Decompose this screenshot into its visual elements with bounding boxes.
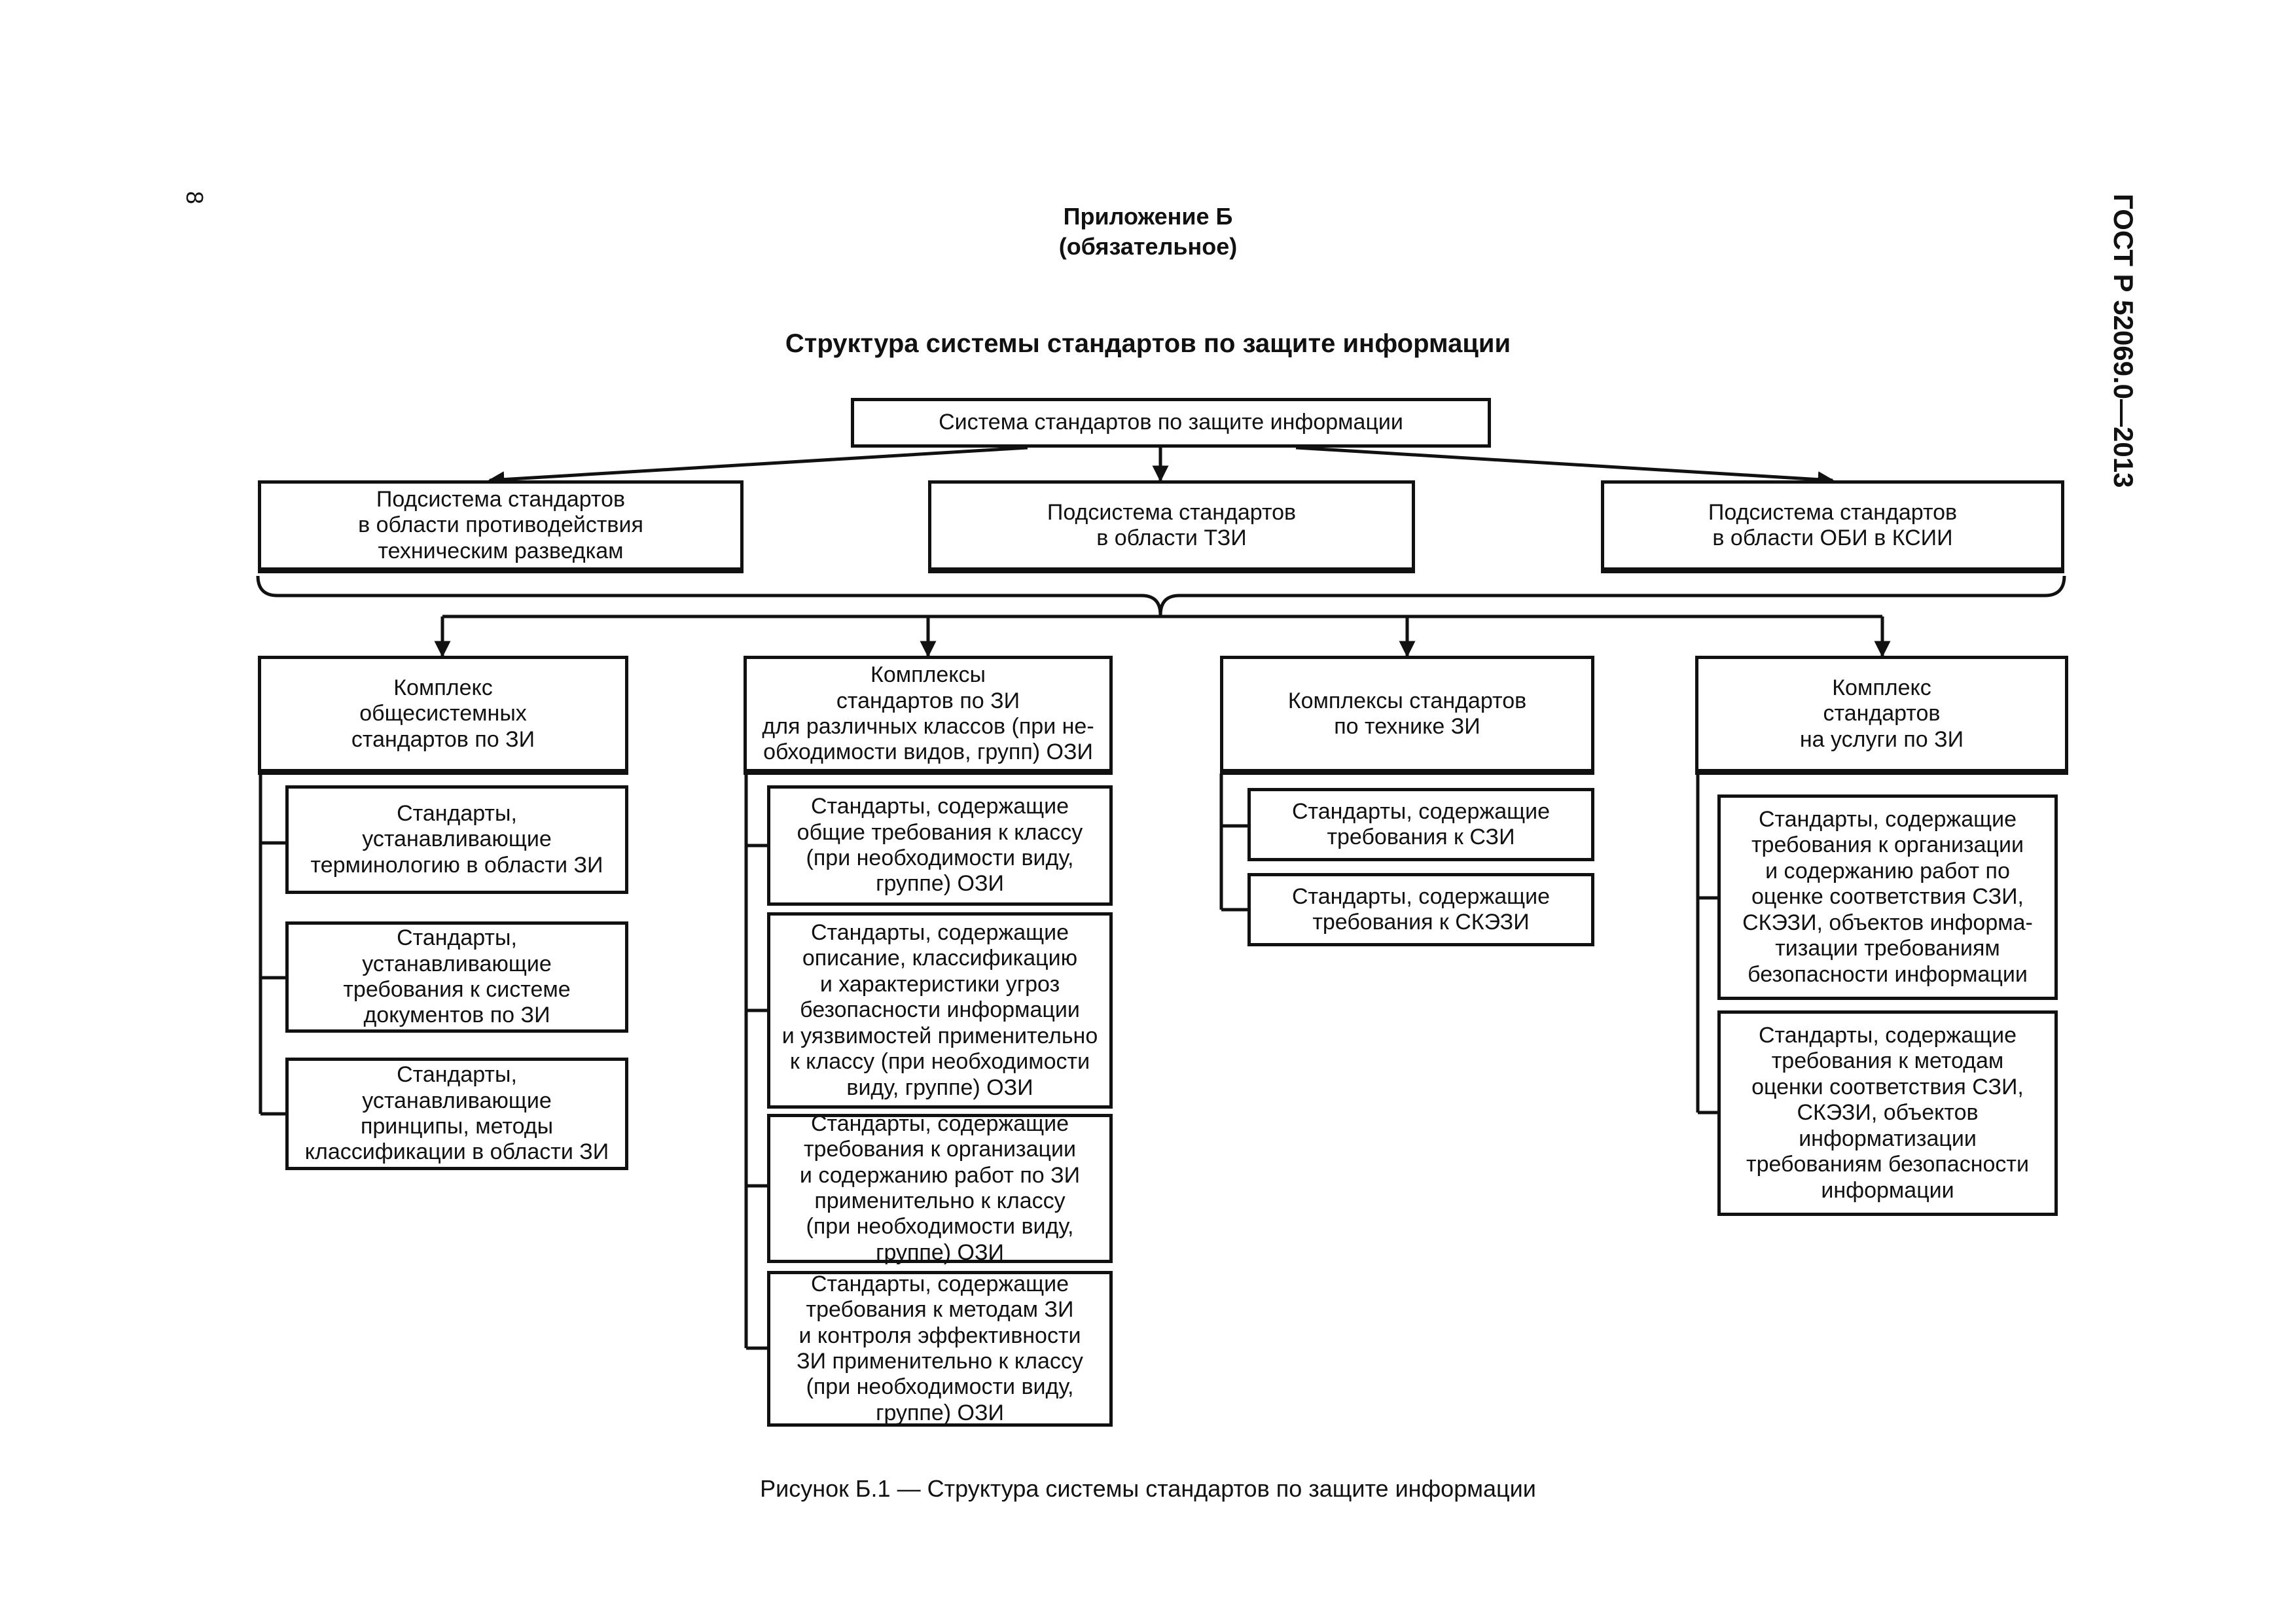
subsystem-box-1: Подсистема стандартов в области противод…: [258, 480, 744, 573]
appendix-note: (обязательное): [1058, 233, 1238, 260]
col2-item-1: Стандарты, содержащие общие требования к…: [767, 785, 1113, 906]
col2-item-2: Стандарты, содержащие описание, классифи…: [767, 912, 1113, 1109]
page-title: Структура системы стандартов по защите и…: [785, 329, 1511, 358]
appendix-title: Приложение Б: [1063, 203, 1233, 230]
root-box: Система стандартов по защите информации: [851, 398, 1491, 448]
arrow-root-sub1: [488, 446, 1028, 488]
col3-item-2: Стандарты, содержащие требования к СКЭЗИ: [1247, 873, 1594, 946]
arrow-root-sub3: [1295, 446, 1835, 488]
col4-item-2: Стандарты, содержащие требования к метод…: [1717, 1010, 2058, 1216]
col2-item-4: Стандарты, содержащие требования к метод…: [767, 1271, 1113, 1427]
col1-item-2: Стандарты, устанавливающие требования к …: [285, 921, 628, 1033]
subsystems-brace: [256, 575, 2066, 616]
col1-item-3: Стандарты, устанавливающие принципы, мет…: [285, 1058, 628, 1170]
complex-box-3: Комплексы стандартов по технике ЗИ: [1220, 656, 1594, 775]
col3-item-1: Стандарты, содержащие требования к СЗИ: [1247, 788, 1594, 861]
col4-item-1: Стандарты, содержащие требования к орган…: [1717, 794, 2058, 1000]
complex-box-1: Комплекс общесистемных стандартов по ЗИ: [258, 656, 628, 775]
subsystem-box-2: Подсистема стандартов в области ТЗИ: [928, 480, 1415, 573]
subsystem-box-3: Подсистема стандартов в области ОБИ в КС…: [1601, 480, 2064, 573]
complex-box-2: Комплексы стандартов по ЗИ для различных…: [744, 656, 1113, 775]
col2-item-3: Стандарты, содержащие требования к орган…: [767, 1111, 1113, 1265]
complex-box-4: Комплекс стандартов на услуги по ЗИ: [1695, 656, 2068, 775]
col1-item-1: Стандарты, устанавливающие терминологию …: [285, 785, 628, 894]
figure-caption: Рисунок Б.1 — Структура системы стандарт…: [760, 1475, 1536, 1502]
